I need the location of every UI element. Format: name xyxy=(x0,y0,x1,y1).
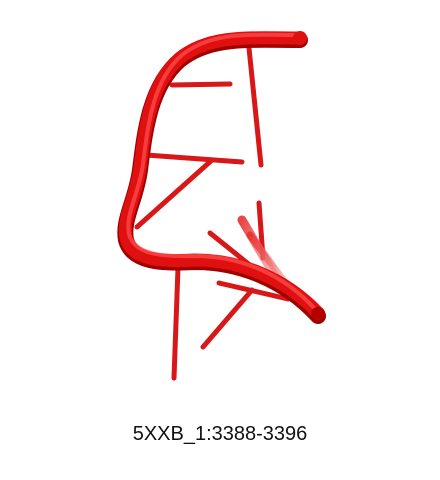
rna-structure-render xyxy=(117,31,326,381)
base-stick-10 xyxy=(200,287,255,350)
base-stick-1 xyxy=(246,45,264,168)
base-sticks xyxy=(134,45,296,381)
base-stick-4 xyxy=(134,157,215,230)
backbone-end-5prime xyxy=(293,31,307,45)
structure-caption: 5XXB_1:3388-3396 xyxy=(132,423,308,445)
base-stick-2 xyxy=(169,81,233,88)
base-stick-11 xyxy=(171,265,181,381)
backbone-highlight xyxy=(126,32,316,310)
backbone-end-3prime xyxy=(311,307,325,319)
base-stick-3 xyxy=(143,152,245,165)
